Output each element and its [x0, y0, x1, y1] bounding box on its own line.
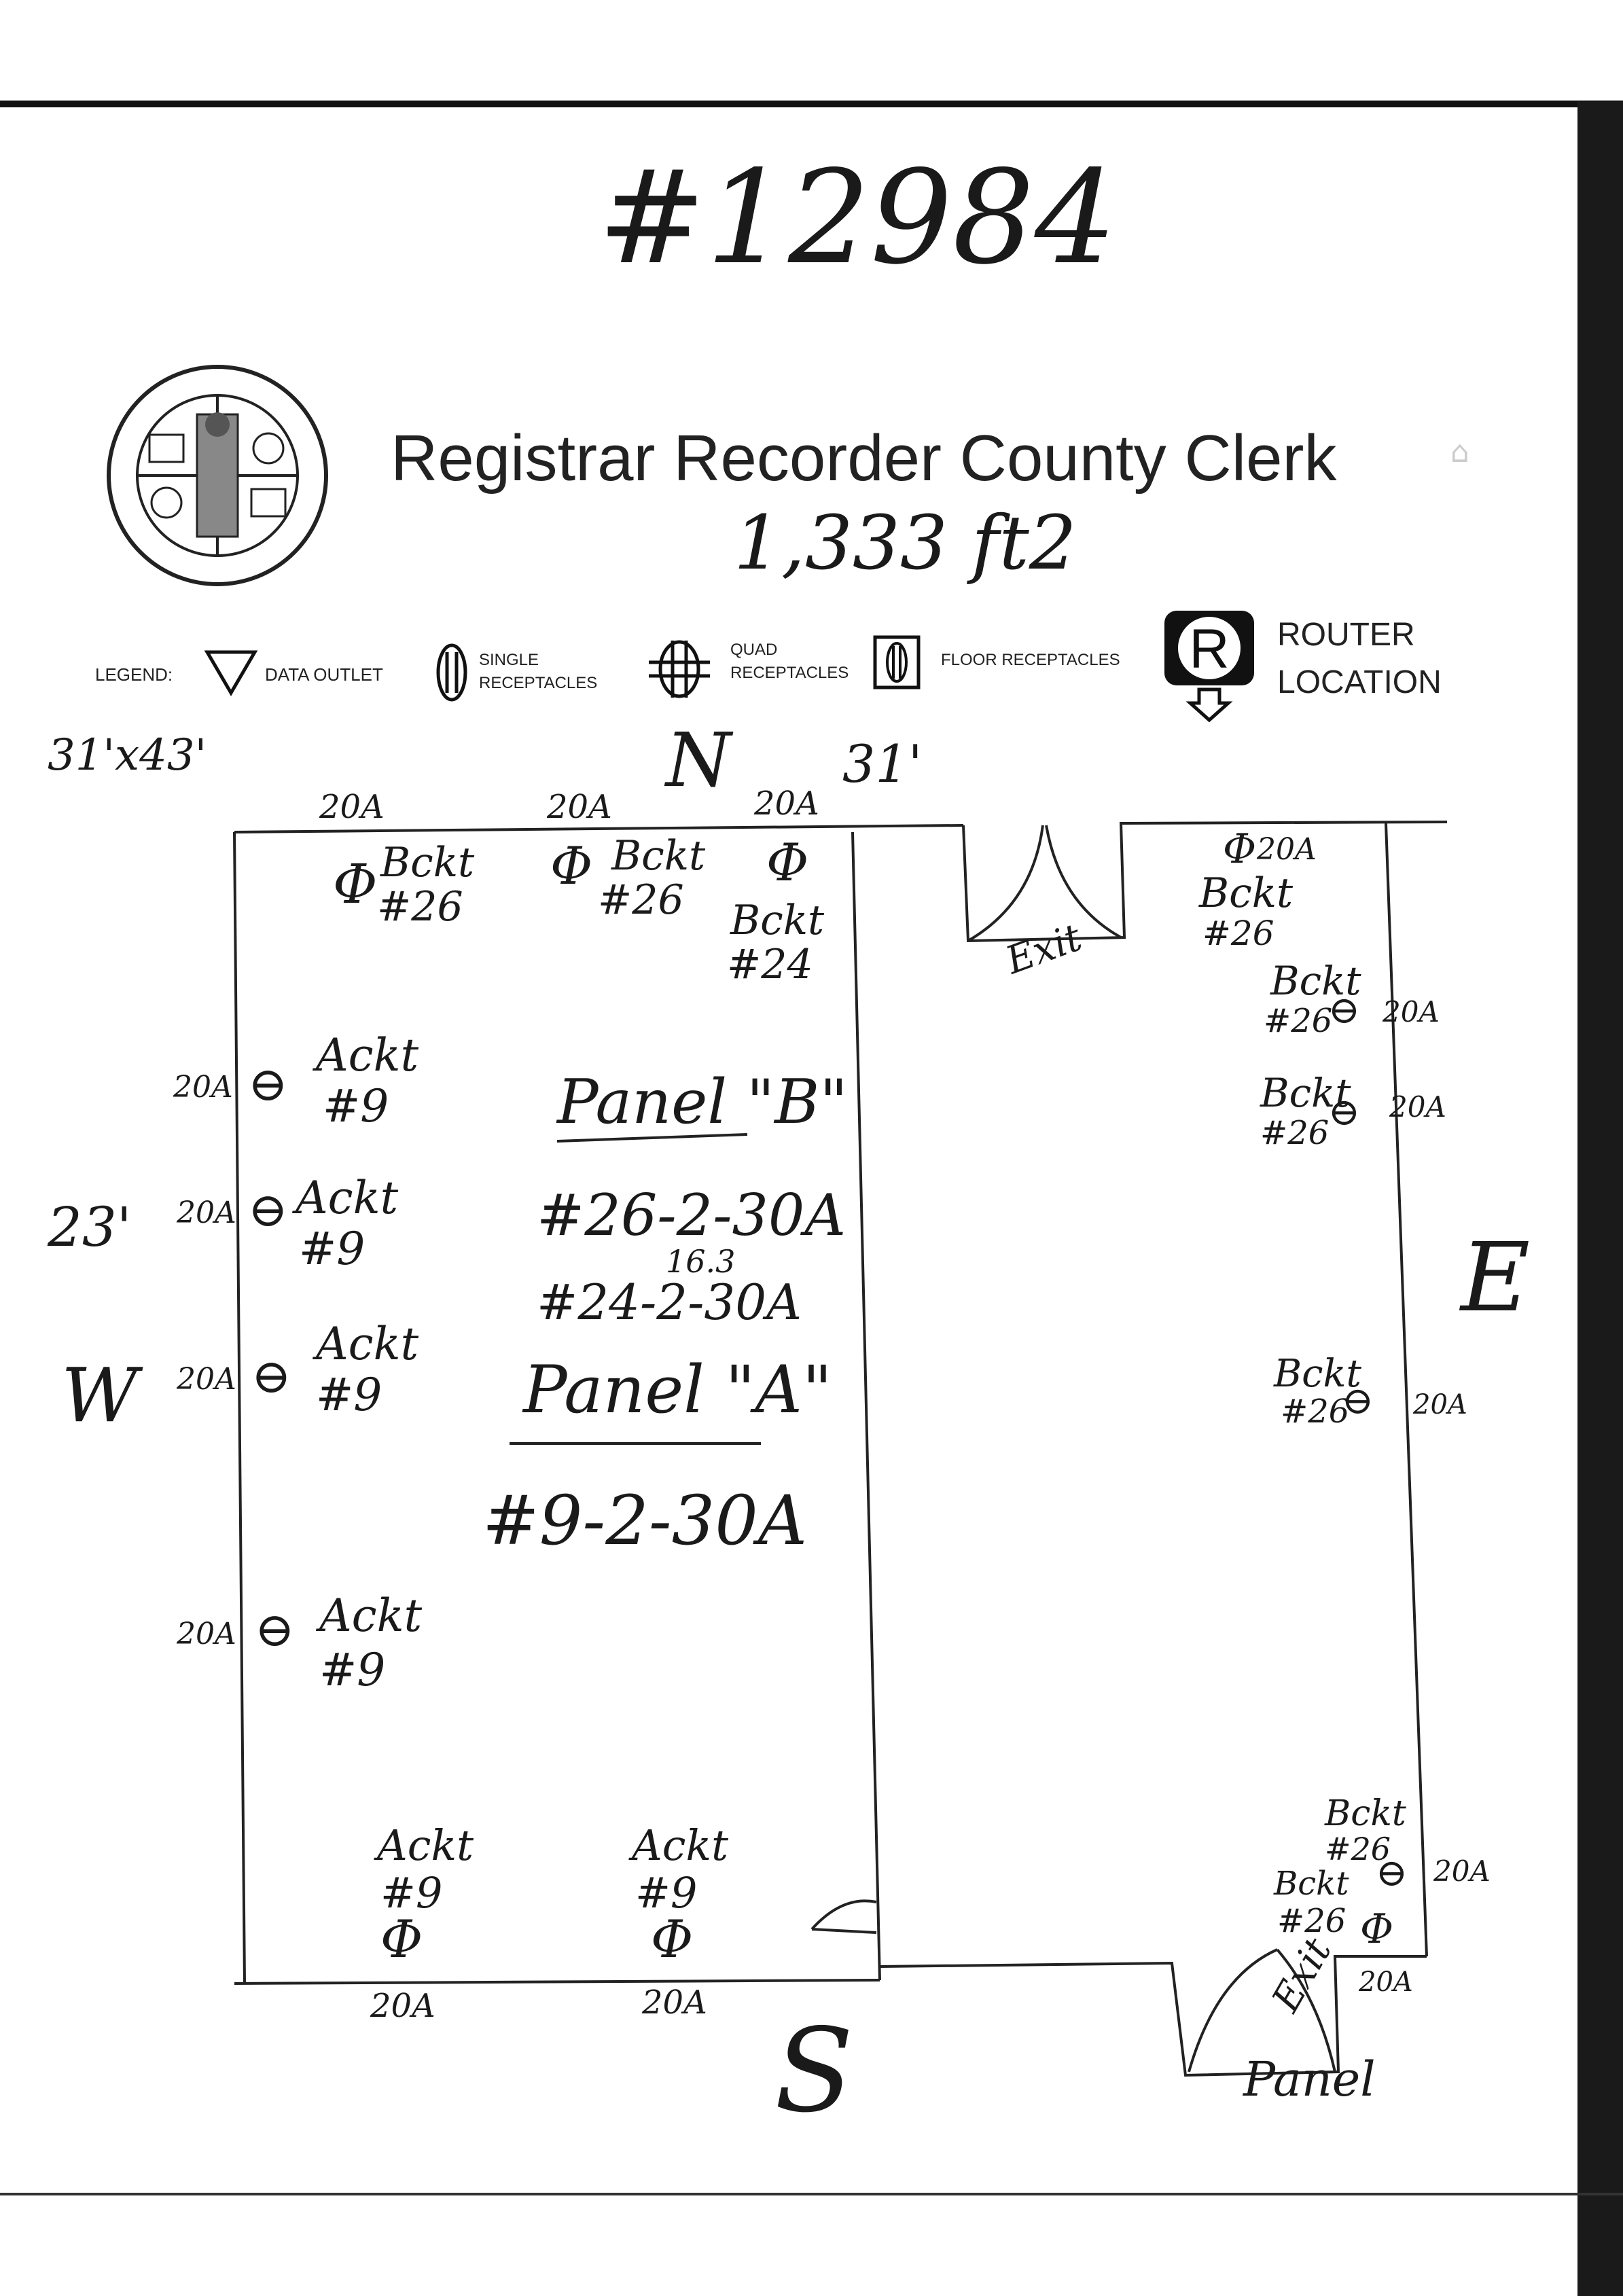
- legend-floor-receptacles: FLOOR RECEPTACLES: [941, 651, 1120, 669]
- quad-receptacle-icon: ⊖: [248, 1182, 288, 1238]
- quad-receptacle-icon: ⊖: [1328, 1090, 1360, 1134]
- single-receptacle-icon: Φ: [380, 1909, 423, 1969]
- quad-receptacle-icon: ⊖: [1328, 988, 1360, 1033]
- amp-label: 20A: [177, 1196, 236, 1230]
- amp-label: 20A: [1383, 995, 1440, 1028]
- quad-receptacle-icon: ⊖: [255, 1602, 295, 1657]
- quad-receptacle-icon: ⊖: [251, 1348, 291, 1404]
- circuit-label: Ackt: [296, 1172, 399, 1224]
- circuit-label: #26: [1264, 1002, 1333, 1040]
- circuit-label: Bckt: [1274, 1865, 1349, 1903]
- router-r-icon: R: [1164, 611, 1254, 723]
- circuit-label: #9: [635, 1868, 698, 1918]
- panel-b-note: 16.3: [666, 1243, 736, 1280]
- data-outlet-triangle-icon: [204, 650, 258, 696]
- circuit-label: #26: [377, 883, 463, 931]
- circuit-label: #26: [1325, 1831, 1391, 1867]
- quad-receptacle-icon: [649, 640, 710, 698]
- circuit-label: #26: [598, 876, 684, 924]
- single-receptacle-icon: Φ: [550, 836, 593, 896]
- circuit-label: #9: [380, 1868, 443, 1918]
- legend-label: LEGEND:: [95, 664, 173, 685]
- circuit-label: Ackt: [316, 1318, 419, 1370]
- floor-receptacle-icon: [873, 635, 921, 689]
- quad-receptacle-icon: ⊖: [248, 1056, 288, 1112]
- circuit-label: #9: [319, 1644, 386, 1696]
- circuit-label: #26: [1202, 914, 1274, 953]
- amp-label: 20A: [642, 1984, 707, 2022]
- compass-east: E: [1461, 1223, 1531, 1333]
- single-receptacle-icon: Φ: [651, 1909, 694, 1969]
- circuit-label: Ackt: [377, 1820, 474, 1870]
- amp-label: 20A: [370, 1987, 435, 2025]
- circuit-label: Bckt: [730, 897, 825, 944]
- compass-south: S: [774, 2004, 854, 2138]
- amp-label: 20A: [547, 788, 612, 826]
- legend-router-location: ROUTER LOCATION: [1277, 617, 1442, 700]
- circuit-label: Bckt: [1325, 1793, 1406, 1834]
- compass-north: N: [666, 717, 732, 804]
- left-measurement: 23': [48, 1196, 132, 1259]
- compass-west: W: [61, 1352, 139, 1439]
- circuit-label: #26: [1277, 1902, 1346, 1940]
- amp-label: 20A: [1257, 832, 1317, 867]
- circuit-label: #9: [316, 1369, 382, 1421]
- quad-receptacle-icon: ⊖: [1376, 1851, 1408, 1895]
- amp-label: 20A: [177, 1617, 236, 1651]
- circuit-label: Bckt: [1199, 869, 1294, 917]
- amp-label: 20A: [177, 1362, 236, 1397]
- handwritten-id: #12984: [598, 143, 1117, 293]
- circuit-label: Bckt: [380, 839, 475, 886]
- circuit-label: Bckt: [611, 832, 706, 880]
- circuit-label: #9: [323, 1080, 389, 1132]
- page-title: Registrar Recorder County Clerk: [391, 422, 1337, 495]
- circuit-label: Ackt: [316, 1029, 419, 1081]
- circuit-label: Bckt: [1260, 1070, 1351, 1116]
- amp-label: 20A: [1433, 1854, 1491, 1888]
- amp-label: 20A: [1359, 1967, 1413, 1998]
- area-label: 1,333 ft2: [734, 499, 1077, 586]
- circuit-label: Ackt: [319, 1590, 423, 1642]
- single-receptacle-icon: Φ: [1360, 1905, 1394, 1953]
- county-seal-icon: [107, 365, 328, 586]
- amp-label: 20A: [1389, 1090, 1446, 1124]
- circuit-label: #9: [299, 1223, 365, 1275]
- panel-b-line2: #24-2-30A: [537, 1274, 802, 1331]
- home-icon: ⌂: [1450, 435, 1469, 469]
- panel-b-title: Panel "B": [557, 1066, 848, 1138]
- circuit-label: Bckt: [1274, 1352, 1361, 1396]
- panel-a-line1: #9-2-30A: [482, 1481, 808, 1560]
- amp-label: 20A: [173, 1070, 233, 1105]
- panel-a-title: Panel "A": [523, 1352, 833, 1428]
- top-measurement: 31': [842, 734, 923, 794]
- svg-text:R: R: [1189, 618, 1229, 680]
- circuit-label: Ackt: [632, 1820, 728, 1870]
- panel-b-line1: #26-2-30A: [537, 1182, 846, 1249]
- legend-quad-receptacles: QUAD RECEPTACLES: [730, 641, 849, 682]
- amp-label: 20A: [319, 788, 385, 826]
- panel-label-bottom: Panel: [1243, 2051, 1376, 2107]
- amp-label: 20A: [754, 785, 819, 823]
- single-receptacle-icon: Φ: [333, 853, 378, 916]
- legend-data-outlet: DATA OUTLET: [265, 664, 383, 685]
- circuit-label: #26: [1281, 1393, 1350, 1431]
- circuit-label: Bckt: [1270, 958, 1361, 1004]
- single-receptacle-icon: Φ: [766, 832, 809, 893]
- room-dimensions: 31'x43': [48, 730, 207, 781]
- circuit-label: #26: [1260, 1114, 1330, 1152]
- single-receptacle-icon: Φ: [1223, 825, 1257, 873]
- circuit-label: #24: [727, 941, 813, 988]
- amp-label: 20A: [1413, 1389, 1467, 1420]
- single-receptacle-icon: [436, 643, 467, 702]
- legend-single-receptacles: SINGLE RECEPTACLES: [479, 651, 598, 692]
- quad-receptacle-icon: ⊖: [1342, 1379, 1374, 1423]
